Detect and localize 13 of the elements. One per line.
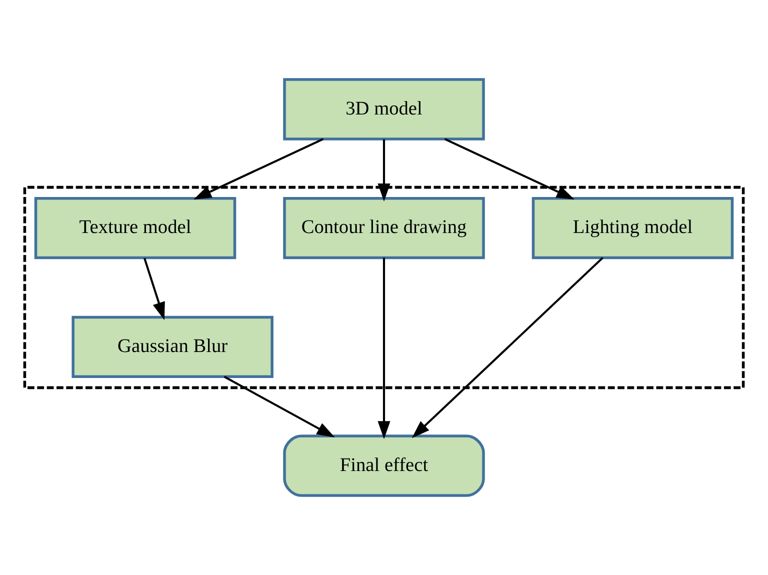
arrow xyxy=(224,376,335,438)
node-box: Texture model xyxy=(34,196,236,260)
arrow xyxy=(194,138,324,200)
arrow xyxy=(378,258,390,440)
arrow xyxy=(378,139,390,202)
node-box: 3D model xyxy=(283,78,485,140)
node-box: Contour line drawing xyxy=(283,196,485,260)
arrow xyxy=(444,138,574,200)
node-box: Final effect xyxy=(283,434,485,497)
arrow xyxy=(144,258,165,320)
node-box: Lighting model xyxy=(532,196,734,260)
node-box: Gaussian Blur xyxy=(72,316,274,378)
arrow xyxy=(412,257,604,438)
